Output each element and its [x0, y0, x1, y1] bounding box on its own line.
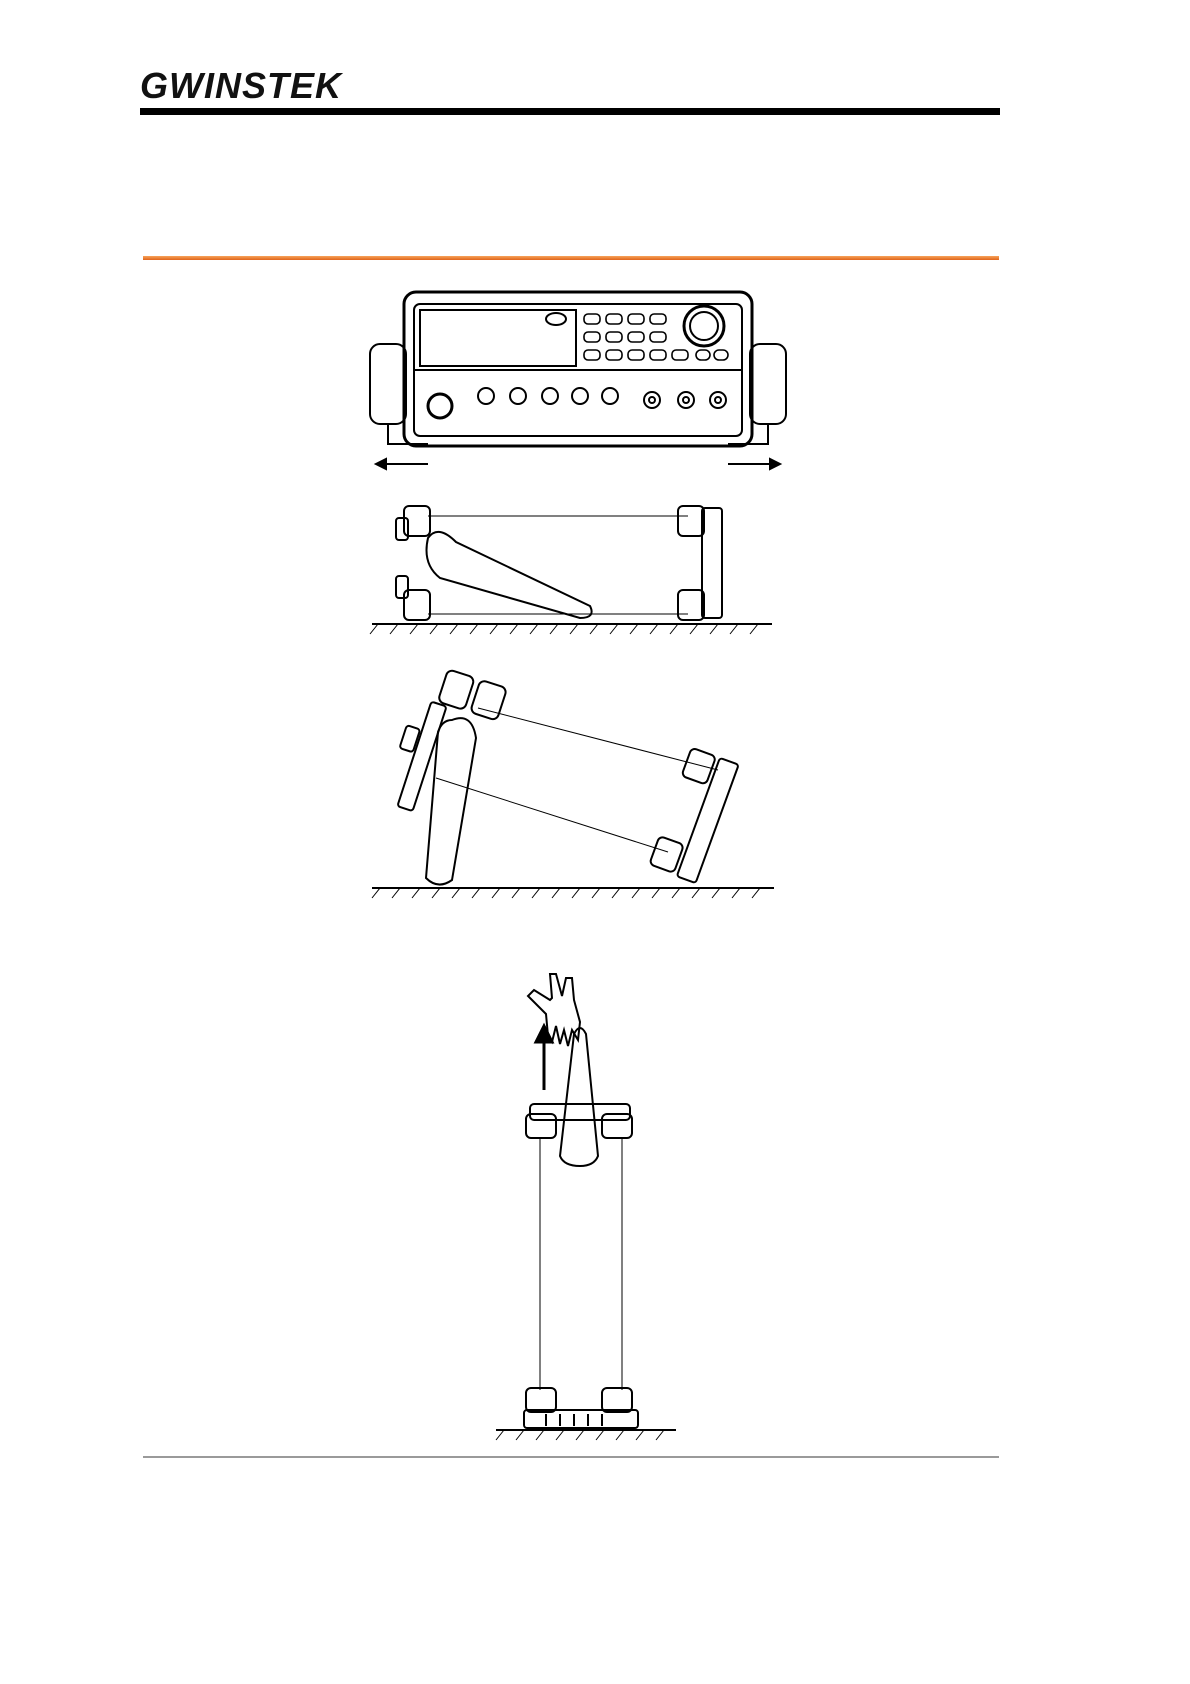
hand-icon	[528, 974, 580, 1046]
side-view-handle-folded-icon	[368, 494, 778, 636]
header-rule	[140, 108, 1000, 115]
side-view-handle-folded-figure	[368, 494, 778, 636]
section-accent-rule	[143, 256, 999, 260]
footer-rule	[143, 1456, 999, 1458]
side-view-handle-tilted-figure	[368, 668, 780, 908]
brand-logo: GWINSTEK	[140, 66, 342, 106]
upright-handle-lift-figure	[490, 960, 680, 1444]
side-view-handle-stand-icon	[368, 668, 780, 908]
upright-instrument-hand-lift-icon	[490, 960, 680, 1444]
brand-name: GWINSTEK	[140, 68, 342, 104]
instrument-front-panel-icon	[368, 284, 788, 480]
front-panel-figure	[368, 284, 788, 480]
